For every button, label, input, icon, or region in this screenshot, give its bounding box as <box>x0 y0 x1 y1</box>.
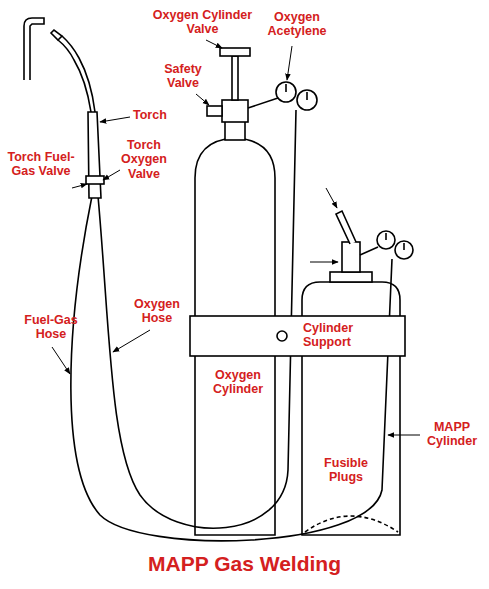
cylinder-collar <box>330 272 372 282</box>
leader-line <box>100 117 130 122</box>
leader-line <box>72 184 87 188</box>
torch-handle <box>88 112 101 198</box>
valve-body <box>222 100 248 122</box>
fuel-gas-hose <box>71 196 392 541</box>
gauge <box>276 82 296 102</box>
part-label: Oxygen Acetylene <box>262 10 332 39</box>
fusible-plug-arc <box>305 516 398 532</box>
regulator-pipe <box>248 98 278 108</box>
leader-line <box>287 46 292 80</box>
torch-nozzle <box>51 30 62 40</box>
part-label: Safety Valve <box>158 62 208 91</box>
leader-lines <box>52 40 420 435</box>
leader-line <box>113 330 150 352</box>
gauge-needle <box>285 84 287 92</box>
gauge <box>395 241 413 259</box>
leader-line <box>103 170 120 180</box>
part-label: Fusible Plugs <box>318 456 374 485</box>
torch-valve <box>86 176 104 184</box>
gauge-needle <box>385 233 387 240</box>
leader-line <box>310 262 338 263</box>
part-label: Oxygen Cylinder Valve <box>150 8 255 37</box>
band-bolt <box>277 331 287 341</box>
mapp-valve <box>342 242 360 272</box>
part-label: Torch <box>133 108 178 122</box>
part-label: Torch Fuel-Gas Valve <box>6 150 76 179</box>
gauge-needle <box>306 92 308 100</box>
gauge <box>297 90 317 110</box>
diagram-title: MAPP Gas Welding <box>148 552 341 576</box>
leader-line <box>326 188 337 208</box>
part-label: Torch Oxygen Valve <box>118 138 170 181</box>
part-label: Fuel-Gas Hose <box>20 313 82 342</box>
part-label: Cylinder Support <box>303 321 375 350</box>
part-label: Oxygen Hose <box>128 297 186 326</box>
torch-tip <box>62 36 95 112</box>
cylinder-support-band <box>190 316 405 356</box>
safety-valve <box>207 106 222 116</box>
leader-line <box>52 347 70 374</box>
torch-lighter <box>24 18 44 80</box>
part-label: Oxygen Cylinder <box>203 368 273 397</box>
cylinder-neck <box>225 120 245 140</box>
leader-line <box>206 40 222 48</box>
part-label: MAPP Cylinder <box>420 420 484 449</box>
leader-line <box>388 435 420 436</box>
gauge <box>377 231 395 249</box>
valve-stem <box>232 56 238 100</box>
valve-lever <box>336 211 356 244</box>
regulator-pipe <box>360 247 378 255</box>
equipment <box>24 18 413 541</box>
gauge-needle <box>403 243 405 250</box>
valve-handle <box>220 48 250 56</box>
leader-line <box>196 94 209 105</box>
